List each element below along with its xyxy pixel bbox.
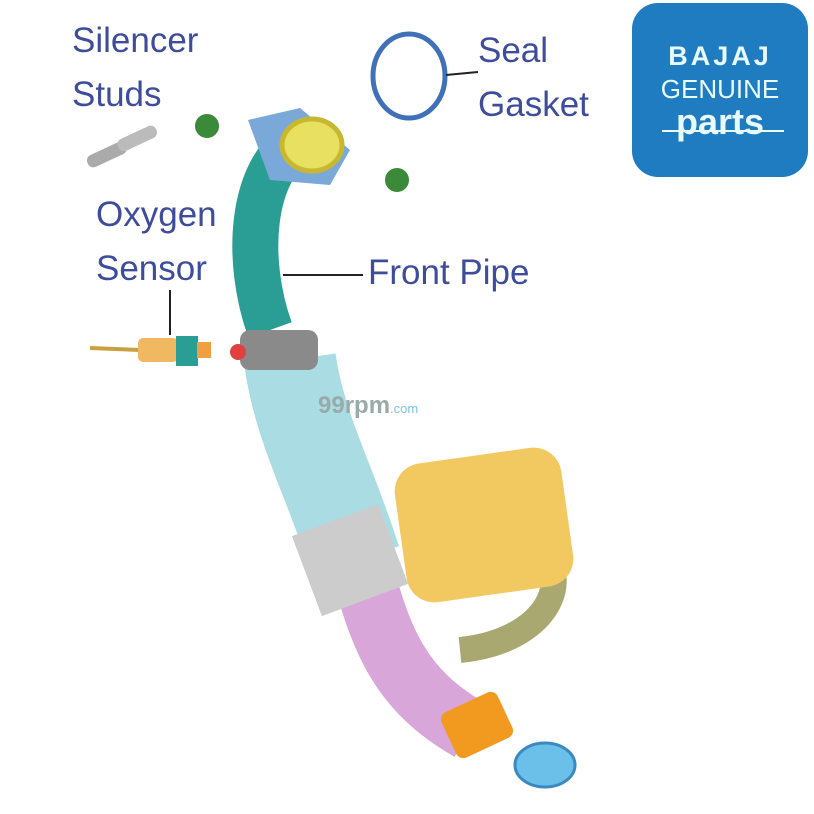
watermark-suffix: .com [390,401,419,416]
label-line: Sensor [96,249,207,288]
oxygen-sensor [89,336,211,366]
label-line: Silencer [72,21,199,60]
label-line: Studs [72,75,162,114]
logo-brand: BAJAJ [668,41,772,71]
label-oxygen-sensor: Oxygen Sensor [96,188,217,296]
watermark-main: 99rpm [318,392,391,419]
bajaj-genuine-parts-logo: BAJAJ GENUINE parts [632,3,808,177]
nut [385,168,409,192]
label-front-pipe: Front Pipe [368,253,530,292]
logo-parts: parts [675,101,765,142]
catalyst-band [291,503,409,617]
seal-gasket [370,31,448,121]
muffler [394,447,574,603]
silencer-studs [86,125,158,168]
nut [195,114,219,138]
label-line: Gasket [478,85,589,124]
logo-genuine: GENUINE [660,74,780,104]
label-seal-gasket: Seal Gasket [478,24,589,132]
logo-underline [662,130,784,132]
watermark: 99rpm.com [318,392,418,420]
label-silencer-studs: Silencer Studs [72,14,198,122]
label-line: Oxygen [96,195,217,234]
outlet-ring [513,741,577,789]
outlet-cap [440,691,514,759]
label-line: Seal [478,31,549,70]
